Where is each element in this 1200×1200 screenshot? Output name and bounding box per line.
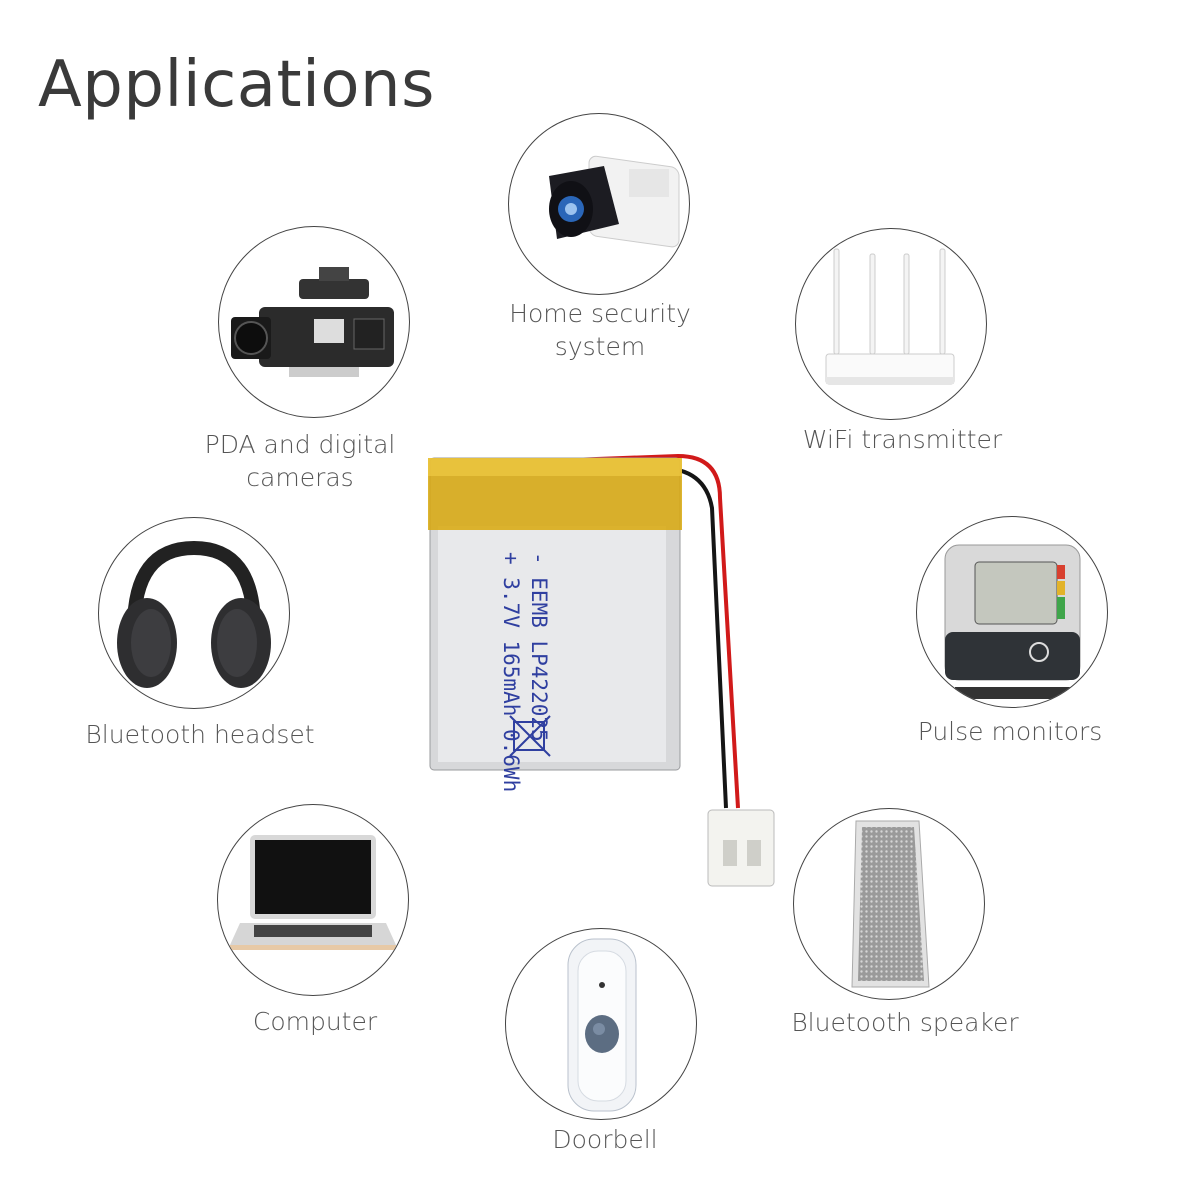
wifi-router-icon xyxy=(795,228,987,420)
app-label: Computer xyxy=(252,1007,378,1036)
lipo-battery-icon: - EEMB LP422025 + 3.7V 165mAh 0.6Wh xyxy=(428,453,775,887)
jst-connector xyxy=(707,809,775,887)
battery-model-label: - EEMB LP422025 xyxy=(527,552,551,742)
red-wire xyxy=(569,453,740,809)
app-label-line: system xyxy=(554,332,646,361)
weee-bin-icon xyxy=(509,715,551,757)
app-label: WiFi transmitter xyxy=(802,425,1003,454)
security-camera-icon xyxy=(508,113,690,295)
app-label: Home security system xyxy=(490,297,710,363)
app-label: Bluetooth headset xyxy=(85,720,315,749)
battery-spec-label: + 3.7V 165mAh 0.6Wh xyxy=(499,552,523,792)
app-label: Doorbell xyxy=(552,1125,658,1154)
headphones-icon xyxy=(98,517,290,709)
page-title: Applications xyxy=(38,48,435,122)
app-label: Pulse monitors xyxy=(917,717,1103,746)
video-camera-icon xyxy=(218,226,410,418)
blood-pressure-monitor-icon xyxy=(916,516,1108,708)
app-label-line: cameras xyxy=(246,463,354,492)
laptop-icon xyxy=(217,804,409,996)
app-label-line: PDA and digital xyxy=(204,430,396,459)
app-label: Bluetooth speaker xyxy=(791,1008,1019,1037)
speaker-icon xyxy=(793,808,985,1000)
app-label: PDA and digital cameras xyxy=(195,428,405,494)
app-label-line: Home security xyxy=(509,299,691,328)
doorbell-icon xyxy=(505,928,697,1120)
